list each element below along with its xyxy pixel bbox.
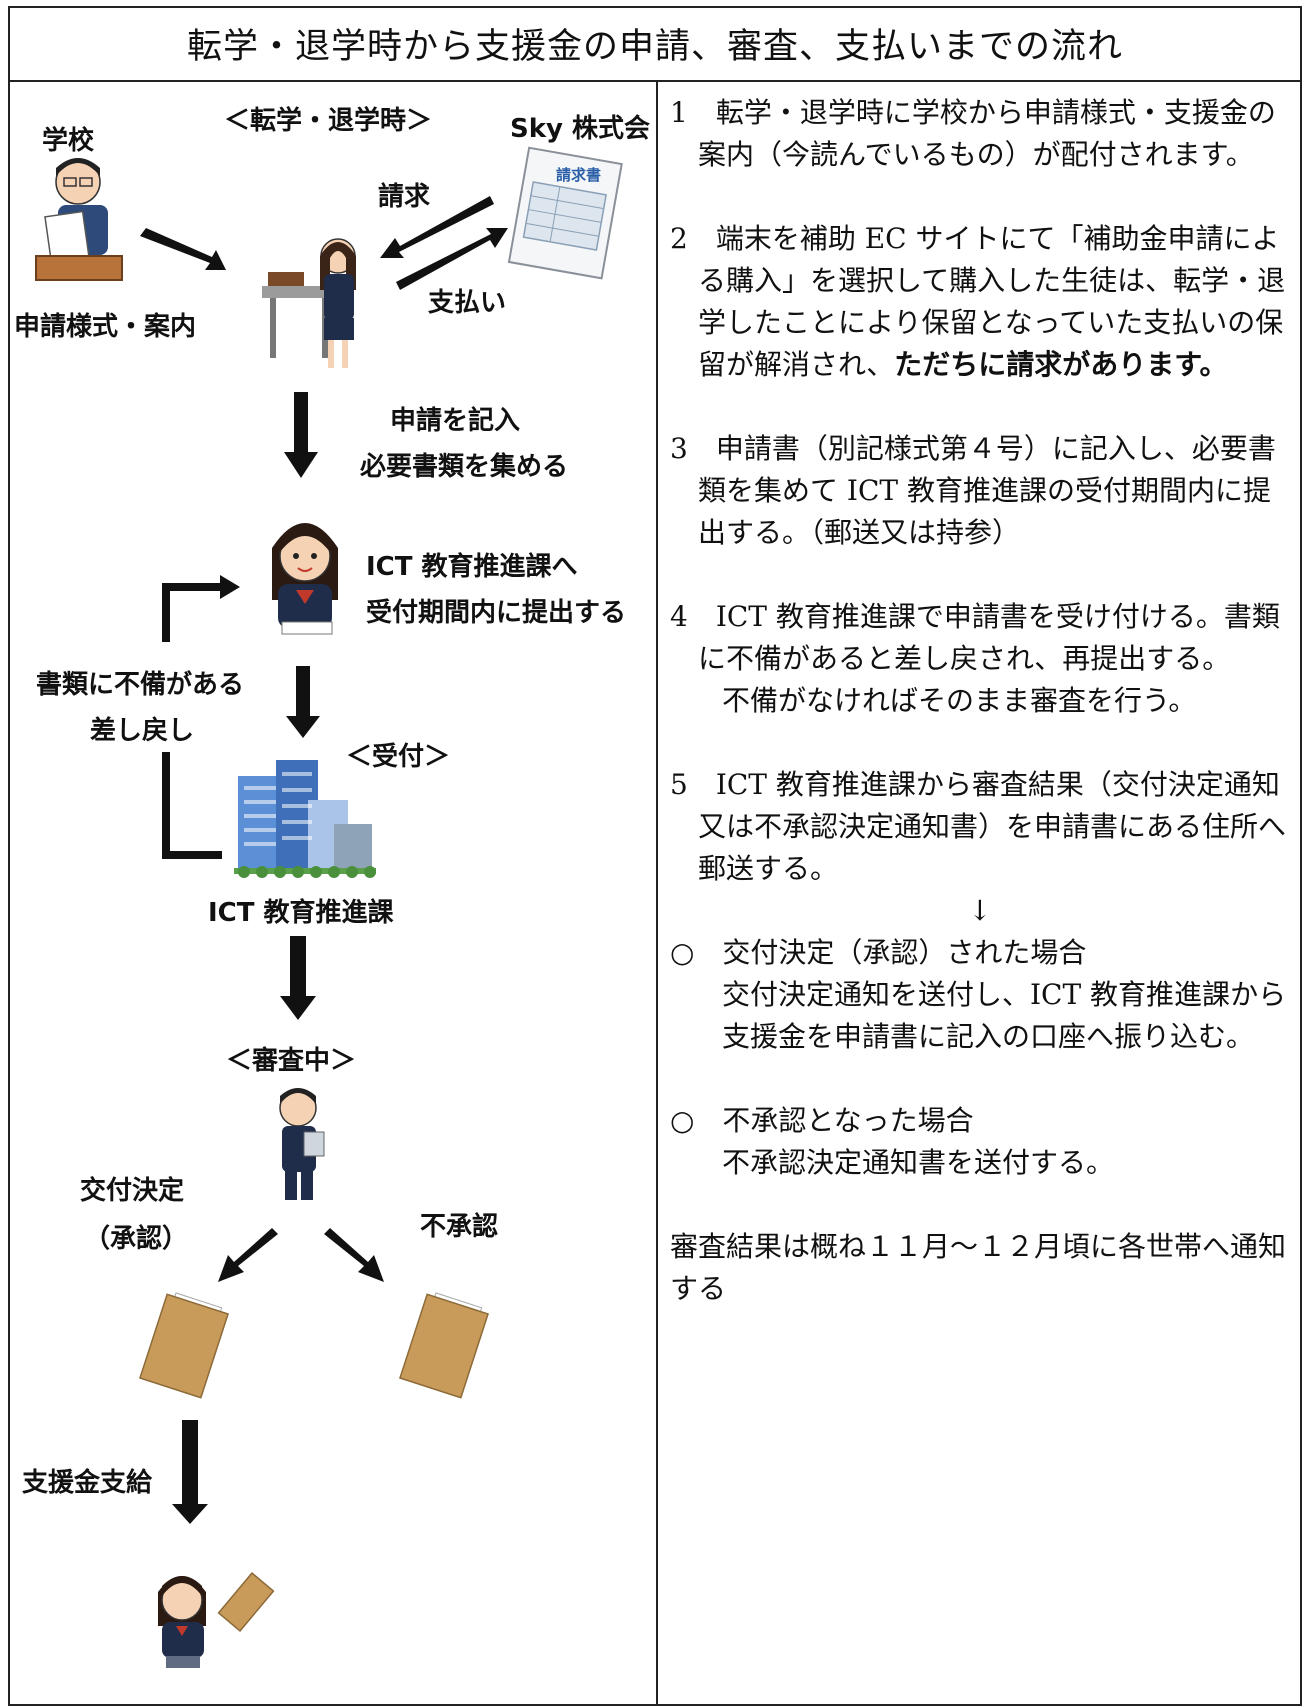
student-desk-illustration (262, 238, 356, 368)
step-3: 3 申請書（別記様式第４号）に記入し、必要書類を集めて ICT 教育推進課の受付… (670, 432, 1276, 549)
approved-body: 交付決定通知を送付し、ICT 教育推進課から支援金を申請書に記入の口座へ振り込む… (722, 978, 1287, 1053)
label-rejected: 不承認 (420, 1212, 499, 1242)
envelope-approved-illustration (139, 1292, 229, 1399)
label-defect: 書類に不備がある (36, 670, 245, 700)
label-form-guide: 申請様式・案内 (14, 312, 197, 342)
approved-heading: ○ 交付決定（承認）された場合 (670, 936, 1087, 969)
step-1: 1 転学・退学時に学校から申請様式・支援金の案内（今読んでいるもの）が配付されま… (670, 96, 1276, 171)
steps-column: 1 転学・退学時に学校から申請様式・支援金の案内（今読んでいるもの）が配付されま… (670, 92, 1290, 1310)
header-reception: ＜受付＞ (346, 742, 451, 772)
envelope-rejected-illustration (399, 1292, 489, 1399)
label-billing: 請求 (378, 182, 431, 212)
label-school: 学校 (42, 126, 95, 156)
step-2-bold: ただちに請求があります。 (894, 348, 1228, 381)
label-approved: 交付決定 (80, 1176, 185, 1206)
page-title: 転学・退学時から支援金の申請、審査、支払いまでの流れ (8, 6, 1302, 82)
label-payout: 支援金支給 (22, 1468, 153, 1498)
label-return: 差し戻し (90, 716, 195, 746)
label-approved-paren: （承認） (84, 1224, 189, 1254)
label-sky: Sky 株式会 (510, 114, 651, 144)
label-submit-period: 受付期間内に提出する (366, 598, 627, 628)
office-building-illustration (234, 760, 376, 878)
invoice-illustration (507, 146, 623, 280)
reviewer-illustration (279, 1088, 325, 1200)
step-2-text: 2 端末を補助 EC サイトにて「補助金申請による購入」を選択して購入した生徒は… (670, 222, 1286, 381)
label-fill-application: 申請を記入 (390, 406, 521, 436)
label-office: ICT 教育推進課 (208, 898, 394, 928)
label-collect-documents: 必要書類を集める (360, 452, 569, 482)
teacher-illustration (35, 158, 123, 281)
step-2: 2 端末を補助 EC サイトにて「補助金申請による購入」を選択して購入した生徒は… (670, 218, 1290, 386)
down-arrow-glyph: ↓ (968, 894, 992, 927)
result-note: 審査結果は概ね１１月～１２月頃に各世帯へ通知する (670, 1230, 1287, 1305)
header-reviewing: ＜審査中＞ (226, 1046, 357, 1076)
rejected-body: 不承認決定通知書を送付する。 (722, 1146, 1115, 1179)
rejected-heading: ○ 不承認となった場合 (670, 1104, 974, 1137)
document-frame (8, 6, 1302, 1706)
step-5: 5 ICT 教育推進課から審査結果（交付決定通知又は不承認決定通知書）を申請書に… (670, 768, 1287, 885)
header-transfer: ＜転学・退学時＞ (224, 106, 433, 136)
step-4: 4 ICT 教育推進課で申請書を受け付ける。書類に不備があると差し戻され、再提出… (670, 600, 1280, 675)
step-4-note: 不備がなければそのまま審査を行う。 (722, 684, 1197, 717)
student-writing-illustration (272, 523, 338, 635)
label-payment: 支払い (428, 288, 507, 318)
column-divider (656, 80, 658, 1706)
invoice-doc-label: 請求書 (556, 166, 602, 184)
label-submit-office: ICT 教育推進課へ (366, 552, 578, 582)
student-receiving-illustration (158, 1572, 275, 1668)
